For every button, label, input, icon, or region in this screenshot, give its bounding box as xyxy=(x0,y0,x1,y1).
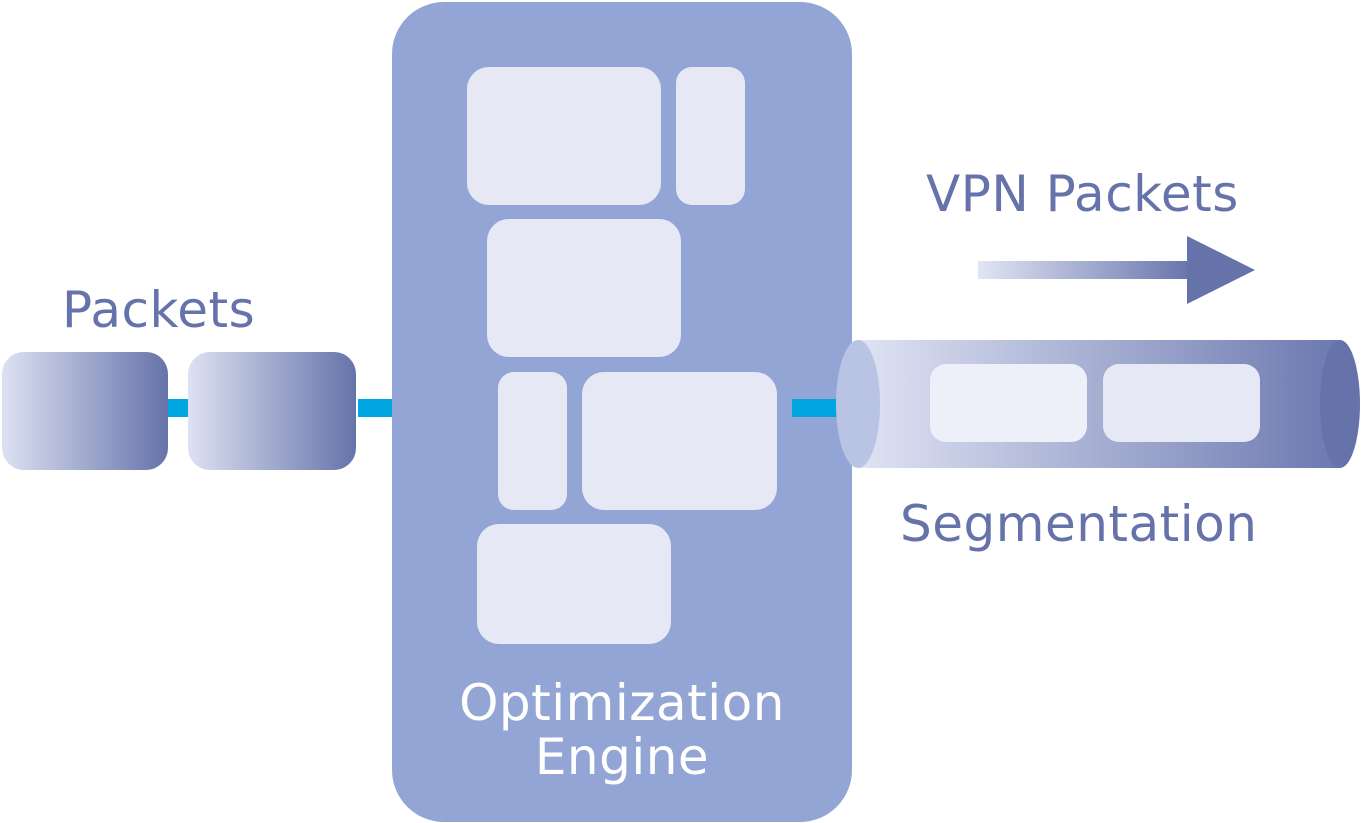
packet-block xyxy=(188,352,356,470)
tube-end xyxy=(1320,340,1360,468)
tube-opening xyxy=(836,340,880,468)
engine-block xyxy=(487,219,681,357)
packet-block xyxy=(2,352,168,470)
input-packets xyxy=(2,352,356,470)
arrow-right-icon xyxy=(978,236,1255,304)
engine-block xyxy=(477,524,671,644)
engine-block xyxy=(498,372,567,510)
engine-label-line2: Engine xyxy=(534,728,710,786)
vpn-packet-block xyxy=(930,364,1087,442)
segmentation-label: Segmentation xyxy=(900,495,1258,553)
packets-label: Packets xyxy=(62,281,256,339)
vpn-packets-label: VPN Packets xyxy=(926,165,1239,223)
segmentation-tube xyxy=(836,340,1360,468)
engine-block xyxy=(676,67,745,205)
optimization-engine xyxy=(392,2,852,822)
engine-label-line1: Optimization xyxy=(459,674,785,732)
vpn-packet-block xyxy=(1103,364,1260,442)
engine-label: Optimization Engine xyxy=(392,676,852,784)
engine-block xyxy=(582,372,777,510)
engine-block xyxy=(467,67,661,205)
